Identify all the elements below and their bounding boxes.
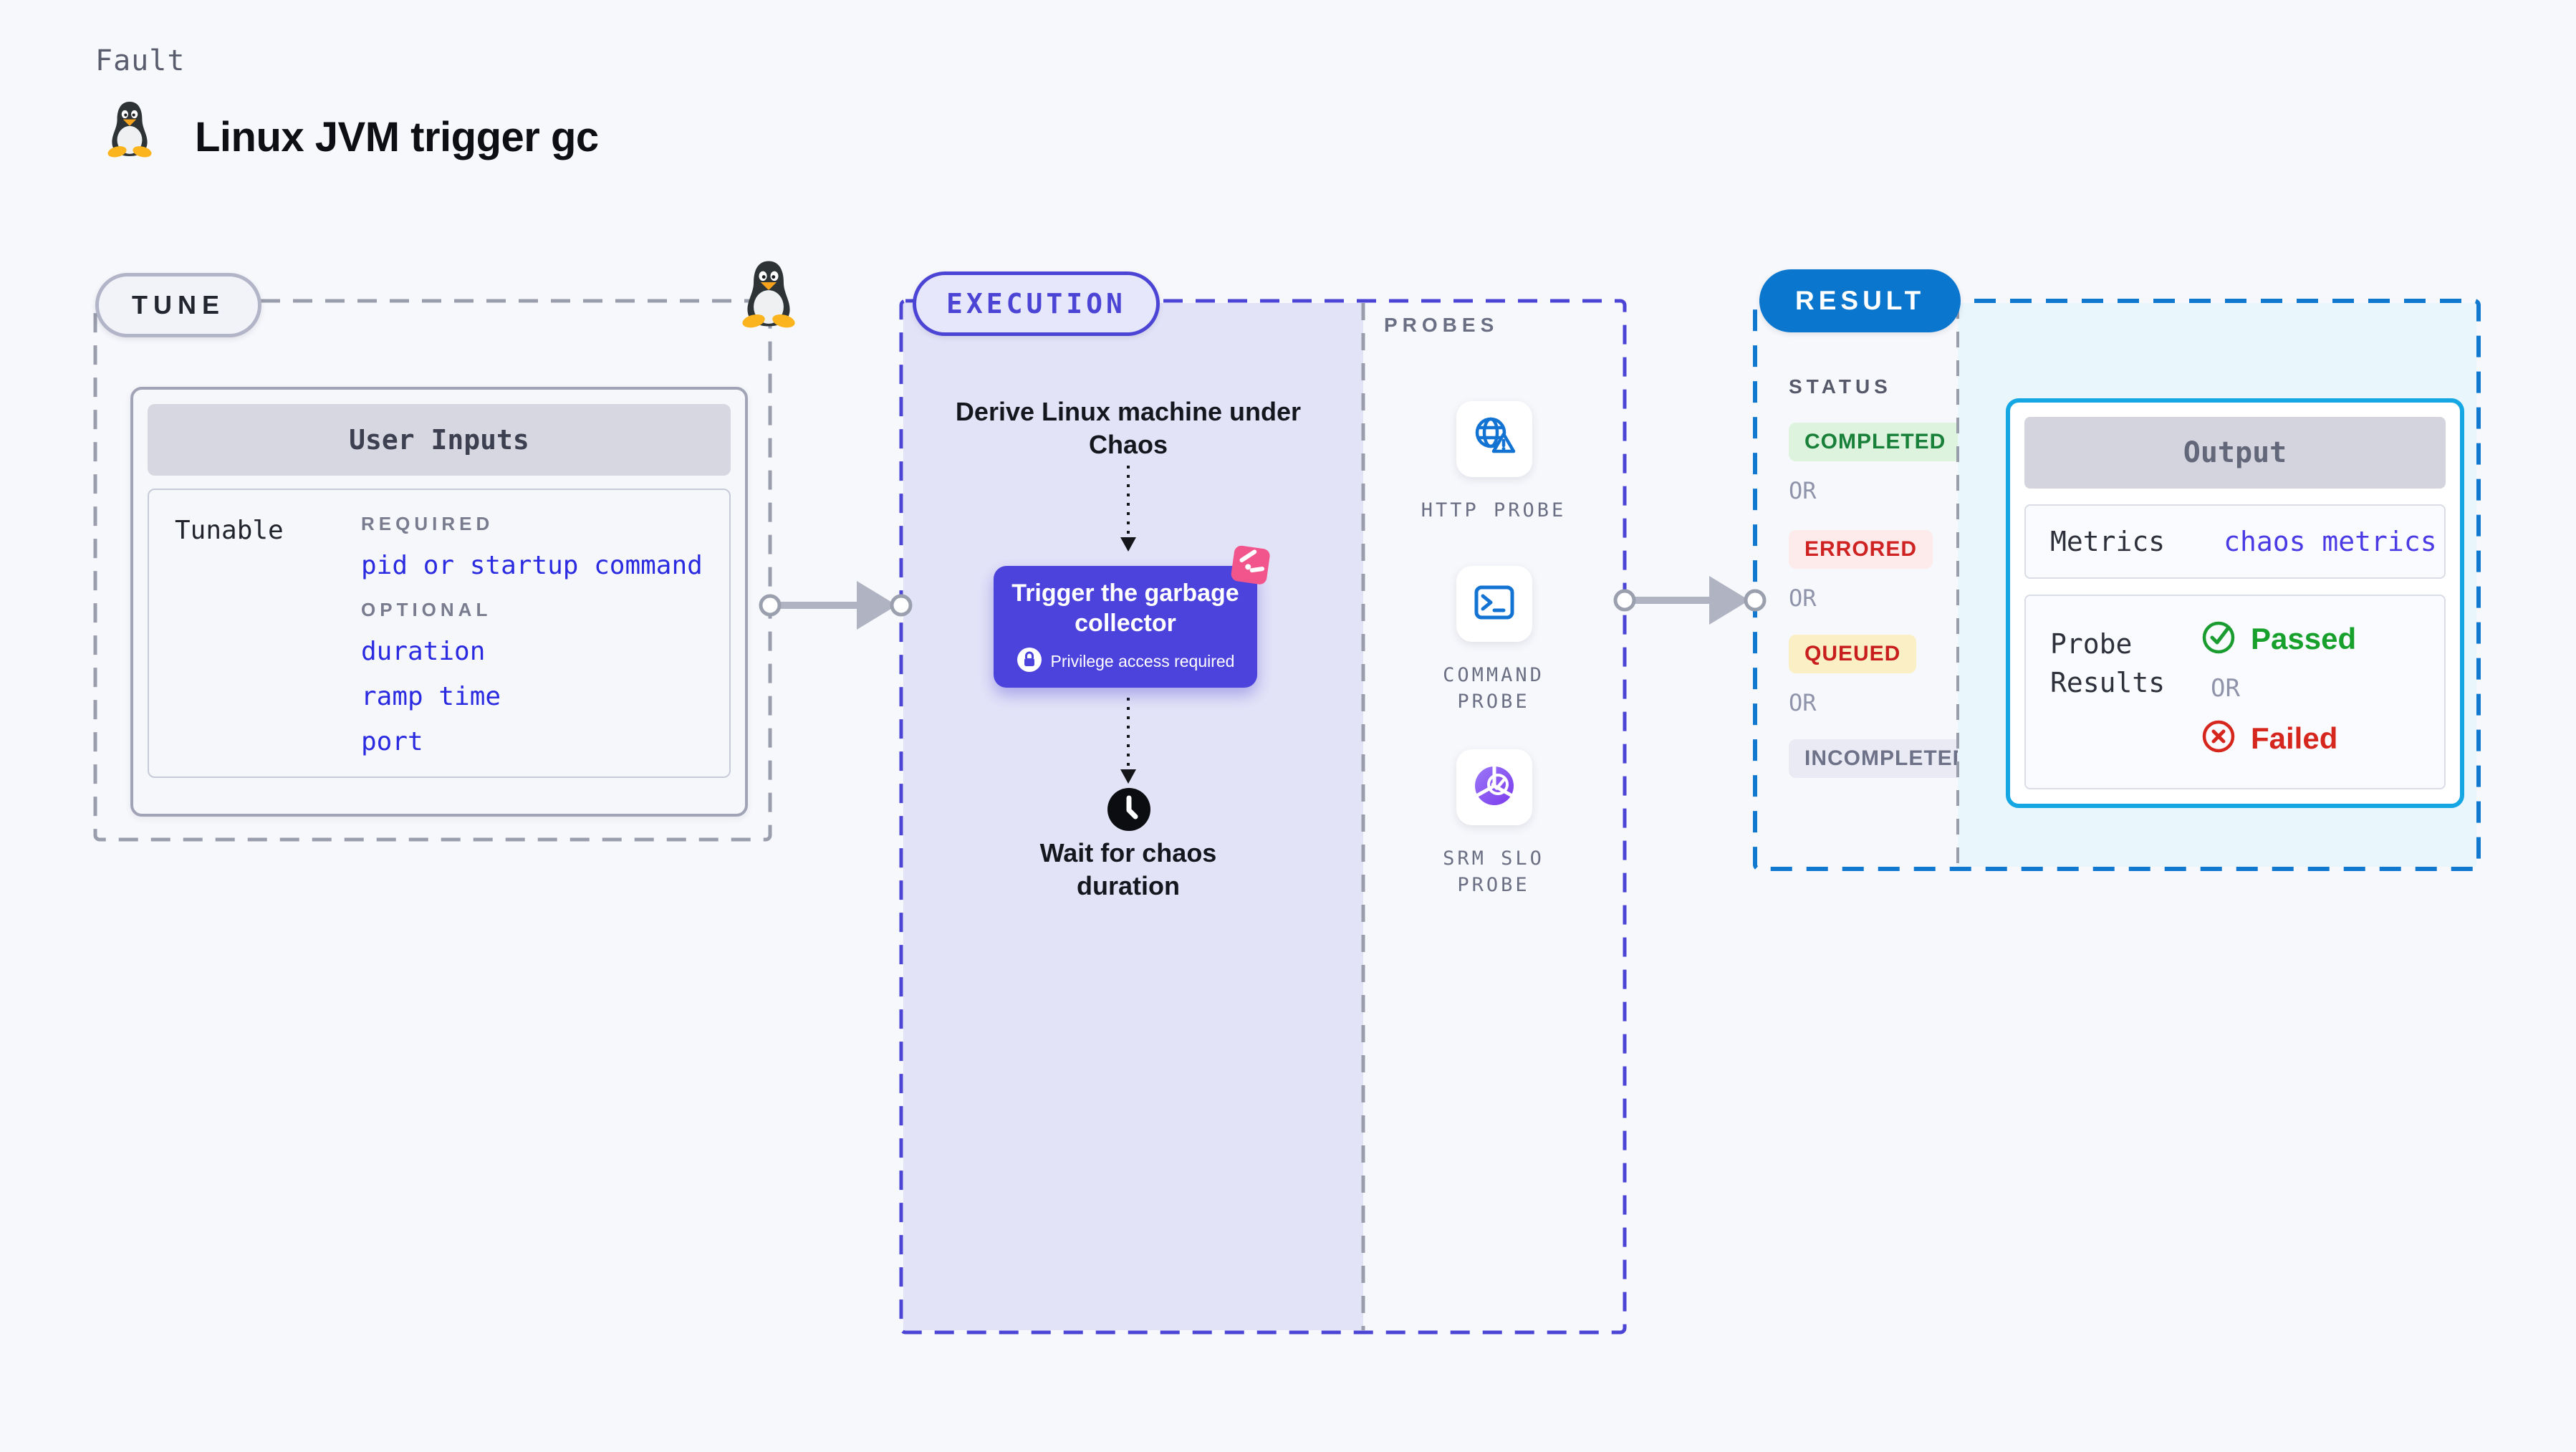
status-heading: STATUS — [1789, 375, 1892, 398]
status-badge-incompleted: INCOMPLETED — [1789, 739, 1985, 778]
status-badge-errored: ERRORED — [1789, 530, 1933, 569]
terminal-icon — [1471, 579, 1518, 630]
lock-icon — [1017, 647, 1042, 676]
slo-donut-icon — [1471, 762, 1518, 813]
wait-step-text: Wait for chaos duration — [1039, 838, 1217, 900]
privilege-badge: Privilege access required — [1017, 647, 1235, 676]
required-label: REQUIRED — [361, 513, 494, 534]
http-probe-card — [1456, 401, 1532, 477]
output-card: Output Metrics chaos metrics Probe Resul… — [2006, 398, 2464, 808]
probe-results-label: Probe Results — [2050, 628, 2166, 698]
execution-section-pill: EXECUTION — [913, 271, 1160, 336]
result-section-pill: RESULT — [1759, 269, 1961, 332]
metrics-label: Metrics — [2050, 526, 2166, 557]
trigger-gc-title: Trigger the garbage collector — [1011, 579, 1239, 637]
globe-alert-icon — [1471, 414, 1518, 465]
failed-label: Failed — [2251, 721, 2338, 755]
page-title: Linux JVM trigger gc — [195, 114, 599, 160]
failed-verdict: Failed — [2201, 718, 2356, 758]
user-inputs-card-body: Tunable REQUIRED pid or startup command … — [148, 489, 731, 778]
tune-to-execution-arrow — [759, 581, 913, 630]
fault-kicker: Fault — [95, 44, 186, 77]
x-circle-icon — [2201, 718, 2236, 758]
tunable-items-column: REQUIRED pid or startup command OPTIONAL… — [361, 513, 703, 756]
derive-step-text: Derive Linux machine under Chaos — [955, 397, 1302, 459]
status-badge-completed: COMPLETED — [1789, 423, 1962, 461]
probe-results-row: Probe Results Passed OR — [2024, 595, 2446, 789]
tux-penguin-icon — [740, 259, 797, 332]
execution-to-result-arrow — [1613, 576, 1767, 625]
status-or-label: OR — [1789, 585, 1817, 612]
metrics-row: Metrics chaos metrics — [2024, 504, 2446, 579]
status-or-label: OR — [1789, 689, 1817, 716]
tux-penguin-icon — [106, 100, 153, 161]
chaos-icon — [1228, 543, 1275, 593]
user-inputs-card: User Inputs Tunable REQUIRED pid or star… — [130, 387, 748, 817]
optional-item: ramp time — [361, 682, 501, 711]
passed-label: Passed — [2251, 621, 2357, 655]
probe-results-verdicts: Passed OR Failed — [2201, 619, 2356, 788]
command-probe-label: COMMAND PROBE — [1443, 664, 1544, 713]
trigger-gc-node: Trigger the garbage collector Privilege … — [994, 566, 1257, 688]
status-badge-queued: QUEUED — [1789, 635, 1917, 673]
metrics-value: chaos metrics — [2224, 526, 2437, 557]
srm-slo-probe-card — [1456, 749, 1532, 825]
optional-item: duration — [361, 637, 486, 666]
optional-item: port — [361, 727, 423, 756]
optional-label: OPTIONAL — [361, 599, 492, 620]
output-card-title: Output — [2024, 417, 2446, 489]
required-item: pid or startup command — [361, 551, 703, 580]
clock-icon — [1106, 787, 1152, 836]
http-probe-label: HTTP PROBE — [1421, 499, 1567, 521]
tunable-row-label: Tunable — [175, 516, 284, 545]
status-or-label: OR — [1789, 477, 1817, 504]
tune-section-pill: TUNE — [95, 273, 261, 337]
check-circle-icon — [2201, 619, 2236, 658]
passed-verdict: Passed — [2201, 619, 2356, 658]
probes-heading: PROBES — [1384, 314, 1499, 336]
command-probe-card — [1456, 566, 1532, 642]
verdict-or-label: OR — [2211, 674, 2240, 703]
srm-slo-probe-label: SRM SLO PROBE — [1443, 847, 1544, 896]
user-inputs-card-title: User Inputs — [148, 404, 731, 476]
privilege-badge-label: Privilege access required — [1050, 651, 1235, 670]
